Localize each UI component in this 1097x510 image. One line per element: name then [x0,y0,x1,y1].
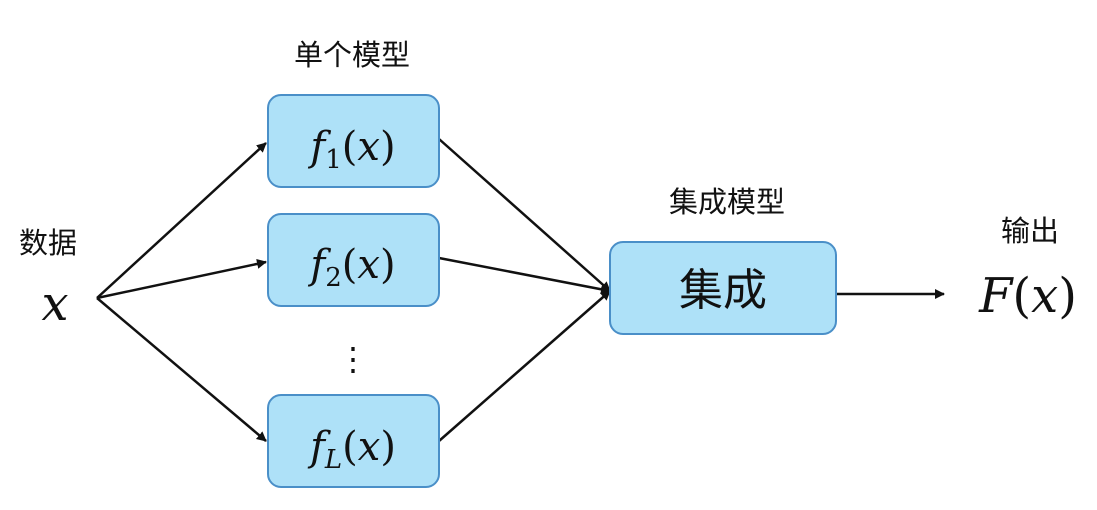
model-box-2: f2(x) [267,213,440,307]
model-box-2-shape [267,213,440,307]
model-2-label: f2(x) [307,242,395,293]
output-function-name: F [978,268,1014,324]
single-models-label: 单个模型 [294,38,410,72]
model-1-close-paren: ) [380,124,396,170]
output-label: 输出 [1001,214,1059,248]
model-2-close-paren: ) [380,242,396,288]
model-L-label: fL(x) [307,424,396,475]
arrow-input-to-model-1 [96,142,267,299]
arrow-input-to-model-2 [96,258,267,300]
output-function: F(x) [978,268,1077,324]
model-box-L-shape [267,394,440,488]
arrow-model-L-to-ensemble [438,290,611,442]
model-L-close-paren: ) [380,424,396,470]
models-ellipsis: ⋮ [337,340,369,378]
model-box-L: fL(x) [267,394,440,488]
model-1-label: f1(x) [307,124,395,175]
ensemble-model-label: 集成模型 [669,185,785,219]
model-L-argument: x [358,424,381,470]
model-1-open-paren: ( [342,124,358,170]
data-label: 数据 [19,226,77,260]
model-box-1: f1(x) [267,94,440,188]
ensemble-box-label: 集成 [679,265,767,316]
model-box-1-shape [267,94,440,188]
model-2-open-paren: ( [342,242,358,288]
output-open-paren: ( [1012,268,1031,324]
output-argument: x [1031,268,1058,324]
model-2-argument: x [357,242,380,288]
model-L-open-paren: ( [342,424,358,470]
model-1-argument: x [357,124,380,170]
input-variable: x [41,276,68,332]
arrow-input-to-model-L [96,297,267,442]
output-close-paren: ) [1058,268,1077,324]
model-2-subscript: 2 [325,263,342,293]
model-L-subscript: L [324,445,342,475]
ensemble-box: 集成 [609,241,837,335]
ensemble-box-shape [609,241,837,335]
arrow-model-1-to-ensemble [438,138,611,292]
model-1-subscript: 1 [325,145,342,175]
arrow-model-2-to-ensemble [438,256,611,295]
